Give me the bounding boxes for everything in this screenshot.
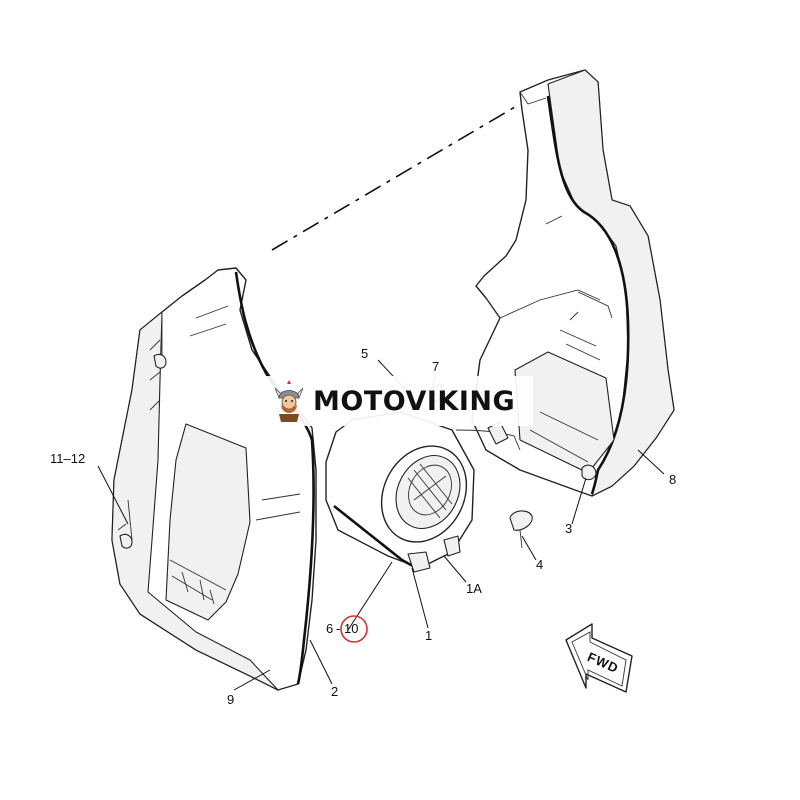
callout-11-12: 11–12 xyxy=(50,451,85,466)
callout-9: 9 xyxy=(227,692,234,707)
callout-5: 5 xyxy=(361,346,368,361)
viking-mascot-icon xyxy=(274,380,304,422)
callout-3: 3 xyxy=(565,521,572,536)
left-housing xyxy=(111,267,317,691)
callout-1: 1 xyxy=(425,628,432,643)
watermark: MOTOVIKING xyxy=(263,376,533,426)
grommet-4 xyxy=(509,510,533,549)
callout-range-dash: - xyxy=(336,621,340,636)
callout-1a: 1A xyxy=(466,581,482,596)
callout-10: 10 xyxy=(344,621,358,636)
alignment-line xyxy=(271,103,521,251)
callout-2: 2 xyxy=(331,684,338,699)
highlight-circle xyxy=(340,615,368,643)
blower-assembly xyxy=(325,411,521,573)
brand-name: MOTOVIKING xyxy=(313,385,516,417)
fwd-arrow: FWD xyxy=(565,623,633,693)
callout-6: 6 xyxy=(326,621,333,636)
callout-8: 8 xyxy=(669,472,676,487)
callout-7: 7 xyxy=(432,359,439,374)
callout-4: 4 xyxy=(536,557,543,572)
fastener-3 xyxy=(581,464,597,481)
